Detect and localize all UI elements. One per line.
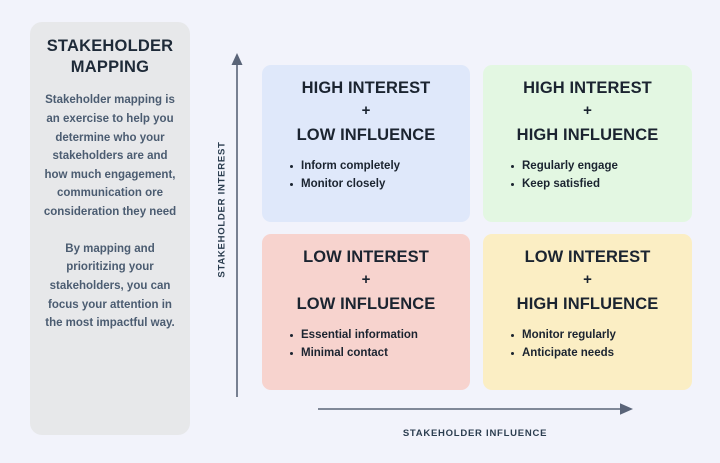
list-item: Minimal contact bbox=[290, 345, 464, 363]
x-axis-arrow-icon bbox=[318, 403, 633, 415]
x-axis-label: STAKEHOLDER INFLUENCE bbox=[402, 428, 548, 439]
y-axis-label: STAKEHOLDER INTEREST bbox=[216, 141, 228, 278]
list-item: Regularly engage bbox=[511, 158, 686, 176]
quadrant-high-interest-low-influence[interactable]: HIGH INTEREST + LOW INFLUENCE Inform com… bbox=[262, 65, 470, 222]
quadrant-action-list: Inform completely Monitor closely bbox=[268, 158, 464, 194]
sidebar-info-card: STAKEHOLDER MAPPING Stakeholder mapping … bbox=[30, 22, 190, 435]
list-item: Inform completely bbox=[290, 158, 464, 176]
y-axis-arrow-icon bbox=[231, 53, 243, 397]
quadrant-plus-sign: + bbox=[361, 271, 371, 289]
sidebar-paragraph-2: By mapping and prioritizing your stakeho… bbox=[45, 242, 175, 330]
quadrant-low-interest-high-influence[interactable]: LOW INTEREST + HIGH INFLUENCE Monitor re… bbox=[483, 234, 692, 390]
page-title: STAKEHOLDER MAPPING bbox=[46, 37, 174, 76]
quadrant-action-list: Regularly engage Keep satisfied bbox=[489, 158, 686, 194]
list-item: Anticipate needs bbox=[511, 345, 686, 363]
list-item: Monitor regularly bbox=[511, 327, 686, 345]
list-item: Monitor closely bbox=[290, 176, 464, 194]
quadrant-title-line-1: LOW INTEREST bbox=[303, 248, 429, 266]
quadrant-title-line-2: LOW INFLUENCE bbox=[296, 125, 436, 144]
quadrant-title-line-1: HIGH INTEREST bbox=[523, 79, 652, 97]
x-axis: STAKEHOLDER INFLUENCE bbox=[318, 402, 638, 448]
quadrant-title-line-2: LOW INFLUENCE bbox=[296, 294, 436, 313]
quadrant-plus-sign: + bbox=[583, 271, 592, 289]
list-item: Keep satisfied bbox=[511, 176, 686, 194]
list-item: Essential information bbox=[290, 327, 464, 345]
quadrant-high-interest-high-influence[interactable]: HIGH INTEREST + HIGH INFLUENCE Regularly… bbox=[483, 65, 692, 222]
quadrant-title-line-1: LOW INTEREST bbox=[524, 248, 651, 266]
sidebar-paragraph-1: Stakeholder mapping is an exercise to he… bbox=[43, 94, 177, 218]
quadrant-plus-sign: + bbox=[361, 102, 371, 120]
quadrant-plus-sign: + bbox=[583, 102, 592, 120]
quadrant-title-line-2: HIGH INFLUENCE bbox=[516, 294, 659, 313]
quadrant-action-list: Essential information Minimal contact bbox=[268, 327, 464, 363]
quadrant-title-line-1: HIGH INTEREST bbox=[301, 79, 431, 97]
quadrant-action-list: Monitor regularly Anticipate needs bbox=[489, 327, 686, 363]
y-axis: STAKEHOLDER INTEREST bbox=[206, 52, 268, 397]
quadrant-low-interest-low-influence[interactable]: LOW INTEREST + LOW INFLUENCE Essential i… bbox=[262, 234, 470, 390]
quadrant-title-line-2: HIGH INFLUENCE bbox=[516, 125, 659, 144]
